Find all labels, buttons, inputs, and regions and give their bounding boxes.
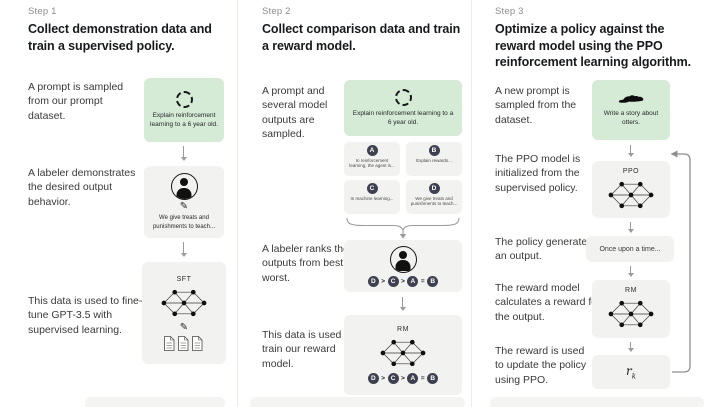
rank-letter: A <box>407 275 419 287</box>
letter-d-badge: D <box>428 183 440 194</box>
pencil-icon: ✎ <box>179 321 189 333</box>
rank-letter: A <box>407 373 419 384</box>
prompt-text: Explain reinforcement learning to a 6 ye… <box>150 111 218 128</box>
down-arrow <box>627 266 634 277</box>
rank-separator: = <box>420 375 425 382</box>
letter-b-badge: B <box>428 145 440 156</box>
column-divider <box>237 0 238 407</box>
step3-prompt-box: Write a story about otters. <box>592 80 670 140</box>
documents-icon <box>164 335 203 351</box>
step2-rm-box: RM D > C > A = B <box>344 315 462 395</box>
output-a-text: In reinforcement learning, the agent is.… <box>349 157 395 169</box>
step1-row1-text: A prompt is sampled from our prompt data… <box>28 81 124 122</box>
network-icon <box>608 181 654 208</box>
step3-output-box: Once upon a time... <box>586 236 674 262</box>
network-icon <box>380 339 426 367</box>
step2-labeler-box: D > C > A = B <box>344 240 462 292</box>
refresh-icon <box>175 90 193 108</box>
down-arrow <box>627 145 634 157</box>
down-arrow <box>627 342 634 352</box>
rank-letter: C <box>387 373 399 384</box>
rank-separator: > <box>381 277 386 285</box>
brace-arrow <box>346 217 460 239</box>
step2-label: Step 2 <box>262 6 291 17</box>
rank-letter: B <box>427 373 439 384</box>
rank-separator: = <box>420 277 425 285</box>
ppo-title: PPO <box>622 167 640 175</box>
ranking-row: D > C > A = B <box>367 373 439 384</box>
cutoff-box-top <box>85 397 225 407</box>
step2-row1-text: A prompt and several model outputs are s… <box>262 85 328 141</box>
step2-heading: Collect comparison data and train a rewa… <box>262 22 461 53</box>
labeler-caption: We give treats and punishments to teach.… <box>152 215 216 230</box>
refresh-icon <box>394 88 412 106</box>
down-arrow <box>180 242 187 257</box>
down-arrow <box>180 146 187 161</box>
column-divider <box>471 0 472 407</box>
rank-letter: C <box>387 275 399 287</box>
step3-row2-text: The PPO model is initialized from the su… <box>495 153 581 194</box>
prompt-text: Explain reinforcement learning to a 6 ye… <box>352 109 454 126</box>
cutoff-box-top <box>490 397 704 407</box>
output-text: Once upon a time... <box>599 245 661 253</box>
output-b-box: B Explain rewards... <box>406 142 462 176</box>
step3-ppo-box: PPO <box>592 161 670 218</box>
reward-symbol: rk <box>626 363 636 381</box>
prompt-text: Write a story about otters. <box>603 109 659 126</box>
output-a-box: A In reinforcement learning, the agent i… <box>344 142 400 176</box>
step1-label: Step 1 <box>28 6 57 17</box>
rank-separator: > <box>381 375 386 382</box>
output-c-box: C In machine learning... <box>344 180 400 214</box>
down-arrow <box>399 297 406 311</box>
step2-row2-text: A labeler ranks the outputs from best to… <box>262 243 355 284</box>
step3-label: Step 3 <box>495 6 524 17</box>
step3-row5-text: The reward is used to update the policy … <box>495 345 587 386</box>
rank-letter: D <box>367 275 379 287</box>
step1-row2-text: A labeler demonstrates the desired outpu… <box>28 167 136 208</box>
feedback-loop-arrow <box>670 150 691 373</box>
down-arrow <box>627 222 634 233</box>
rank-separator: > <box>401 277 405 285</box>
cutoff-box-top <box>250 397 465 407</box>
step3-row4-text: The reward model calculates a reward for… <box>495 282 601 323</box>
letter-a-badge: A <box>366 145 378 156</box>
output-b-text: Explain rewards... <box>416 157 452 163</box>
step3-row3-text: The policy generates an output. <box>495 236 593 263</box>
sft-title: SFT <box>176 275 192 283</box>
output-c-text: In machine learning... <box>350 195 394 201</box>
rank-separator: > <box>401 375 405 382</box>
network-icon <box>161 289 207 316</box>
step3-reward-box: rk <box>592 355 670 389</box>
rm-title: RM <box>397 326 409 333</box>
rank-letter: B <box>427 275 439 287</box>
person-icon <box>389 245 417 273</box>
step1-prompt-box: Explain reinforcement learning to a 6 ye… <box>144 78 224 142</box>
step1-row3-text: This data is used to fine-tune GPT-3.5 w… <box>28 295 143 336</box>
step2-prompt-box: Explain reinforcement learning to a 6 ye… <box>344 80 462 136</box>
otter-icon <box>618 95 644 103</box>
step1-labeler-box: ✎ We give treats and punishments to teac… <box>144 166 224 238</box>
rank-letter: D <box>367 373 379 384</box>
step3-heading: Optimize a policy against the reward mod… <box>495 22 692 69</box>
output-d-text: We give treats and punishments to teach.… <box>410 195 458 207</box>
pencil-icon: ✎ <box>179 201 189 213</box>
person-icon <box>170 173 198 201</box>
rm-title: RM <box>625 287 637 294</box>
step3-row1-text: A new prompt is sampled from the dataset… <box>495 85 577 126</box>
letter-c-badge: C <box>366 183 378 194</box>
step1-heading: Collect demonstration data and train a s… <box>28 22 212 53</box>
step1-sft-box: SFT ✎ <box>142 262 226 364</box>
step2-row3-text: This data is used to train our reward mo… <box>262 329 354 370</box>
network-icon <box>608 300 654 328</box>
ranking-row: D > C > A = B <box>367 275 439 287</box>
step3-rm-box: RM <box>592 280 670 338</box>
output-d-box: D We give treats and punishments to teac… <box>406 180 462 214</box>
